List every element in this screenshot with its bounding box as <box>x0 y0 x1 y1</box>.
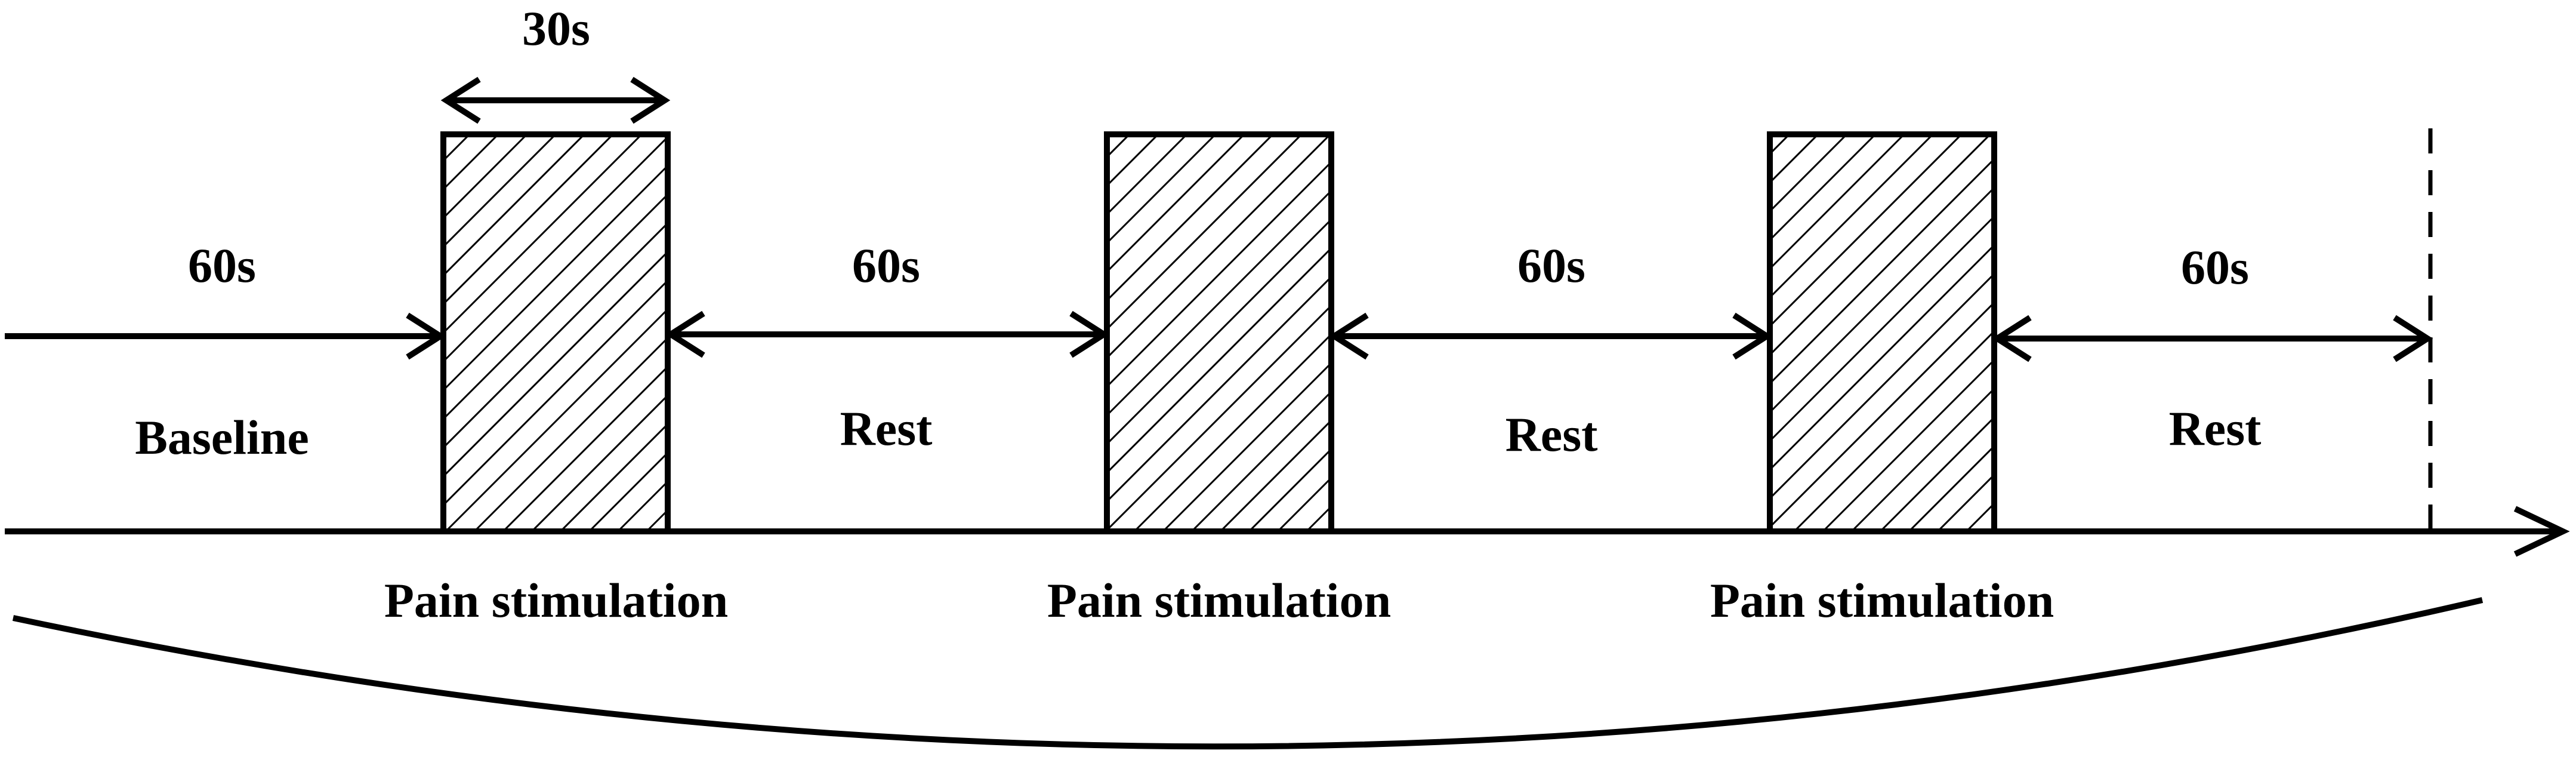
pain-stimulation-label-1: Pain stimulation <box>384 573 728 628</box>
rest-phase-label-3: Rest <box>2169 401 2262 456</box>
rest-duration-label-1: 60s <box>852 238 920 293</box>
duration-arrow-30s <box>440 76 671 124</box>
rest-duration-label-3: 60s <box>2181 240 2249 294</box>
rest-phase-label-1: Rest <box>840 401 933 456</box>
baseline-duration-label: 60s <box>188 238 256 293</box>
rest-arrow-3 <box>1991 315 2433 362</box>
rest-duration-label-2: 60s <box>1517 238 1585 293</box>
rest-phase-label-2: Rest <box>1506 407 1598 462</box>
stimulation-block-1 <box>440 131 671 534</box>
pain-stimulation-label-3: Pain stimulation <box>1710 573 2054 628</box>
bottom-brace-curve <box>12 597 2484 750</box>
pain-stimulation-label-2: Pain stimulation <box>1047 573 1391 628</box>
rest-arrow-1 <box>665 310 1110 358</box>
baseline-phase-label: Baseline <box>135 410 309 465</box>
stimulation-block-2 <box>1104 131 1334 534</box>
baseline-arrow <box>5 312 446 360</box>
rest-arrow-2 <box>1328 312 1773 360</box>
stimulation-block-3 <box>1767 131 1997 534</box>
block-duration-label: 30s <box>522 1 590 56</box>
